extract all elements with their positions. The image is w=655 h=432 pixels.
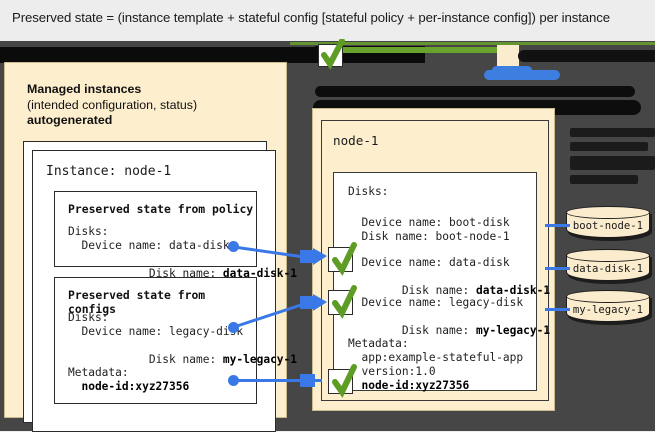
node-data-disk-label: Disk name: [388,284,476,297]
connector-dot-policy-disk [228,241,239,252]
managed-instances-heading: Managed instances (intended configuratio… [27,82,197,129]
check-top-partial [318,39,345,70]
heading-line-2: (intended configuration, status) [27,97,198,112]
checkmark-icon [332,364,357,398]
connector-line-configs-disk [233,302,305,329]
node-legacy-disk-row: Disk name: my-legacy-1 [348,310,550,352]
node-data-disk-value: data-disk-1 [475,284,551,297]
redacted-blob-row1 [315,86,635,97]
checkmark-icon [332,285,357,319]
disk-cylinder-legacy: my-legacy-1 [566,290,652,326]
node-details-box: Disks: Device name: boot-disk Disk name:… [333,172,550,392]
disk-link-boot [545,224,570,227]
configs-metadata-label: Metadata: [68,366,129,379]
disk-label-legacy: my-legacy-1 [572,304,644,316]
connector-line-configs-metadata [236,379,322,382]
redacted-blob-top-right [518,50,655,62]
node-data-device: Device name: data-disk [348,256,510,269]
heading-line-3: autogenerated [27,113,113,127]
configs-device-name: Device name: legacy-disk [68,325,244,338]
redacted-bar-top-left [0,47,400,63]
caption-strip: Preserved state = (instance template + s… [0,0,655,41]
configs-disks-label: Disks: [68,311,109,324]
preserved-state-configs-box: Preserved state from configs Disks: Devi… [54,277,297,404]
green-rule-top [290,42,655,45]
configs-box-title: Preserved state from configs [68,288,206,316]
blue-smudge-large [484,70,560,80]
configs-disk-name-value: my-legacy-1 [222,353,298,366]
policy-device-name: Device name: data-disk [68,239,230,252]
node-title: node-1 [333,133,379,148]
node-legacy-disk-value: my-legacy-1 [475,324,551,337]
check-node-id [328,364,357,398]
checkmark-icon [321,39,345,70]
disk-cylinder-data: data-disk-1 [566,249,652,285]
configs-disk-name-label: Disk name: [135,353,223,366]
node-legacy-device: Device name: legacy-disk [348,296,524,309]
node-metadata-label: Metadata: [348,337,409,350]
connector-arrowhead-configs-disk [313,294,327,311]
node-disks-label: Disks: [348,185,389,198]
policy-disk-name-label: Disk name: [135,267,223,280]
node-metadata-app: app:example-stateful-app [348,351,524,364]
caption-text: Preserved state = (instance template + s… [12,10,610,25]
node-metadata-version: version:1.0 [348,365,436,378]
node-boot-disk: Disk name: boot-node-1 [348,230,510,243]
node-data-disk-row: Disk name: data-disk-1 [348,270,550,312]
connector-arrow-configs-disk [300,296,315,309]
connector-dot-configs-metadata [228,375,239,386]
policy-disks-label: Disks: [68,225,109,238]
instance-card-front: Instance: node-1 Preserved state from po… [32,150,297,432]
connector-line-policy-disk [233,245,305,259]
node-legacy-disk-label: Disk name: [388,324,476,337]
cream-chip-top [497,45,519,67]
disk-link-legacy [545,308,570,311]
connector-dot-configs-disk [228,322,239,333]
policy-disk-name-row: Disk name: data-disk-1 [68,253,297,295]
check-legacy-disk [328,285,357,319]
heading-line-1: Managed instances [27,82,142,96]
disk-label-boot: boot-node-1 [572,220,644,232]
node-boot-device: Device name: boot-disk [348,216,510,229]
check-data-disk [328,242,357,276]
managed-instances-panel: Managed instances (intended configuratio… [4,62,297,432]
policy-box-title: Preserved state from policy [68,202,254,216]
checkmark-icon [332,242,357,276]
disk-link-data [545,267,570,270]
connector-arrow-policy-disk [300,250,315,263]
disk-cylinder-boot: boot-node-1 [566,206,652,242]
connector-arrow-configs-metadata [300,374,315,387]
disk-label-data: data-disk-1 [572,263,644,275]
policy-disk-name-value: data-disk-1 [222,267,298,280]
configs-disk-name-row: Disk name: my-legacy-1 [68,339,297,381]
instance-title: Instance: node-1 [46,164,172,179]
connector-arrowhead-policy-disk [313,248,327,265]
configs-metadata-value: node-id:xyz27356 [68,380,190,393]
preserved-state-policy-box: Preserved state from policy Disks: Devic… [54,191,297,280]
green-bar-top [336,47,502,53]
node-metadata-nodeid: node-id:xyz27356 [348,379,470,392]
redacted-list-right [570,128,655,198]
